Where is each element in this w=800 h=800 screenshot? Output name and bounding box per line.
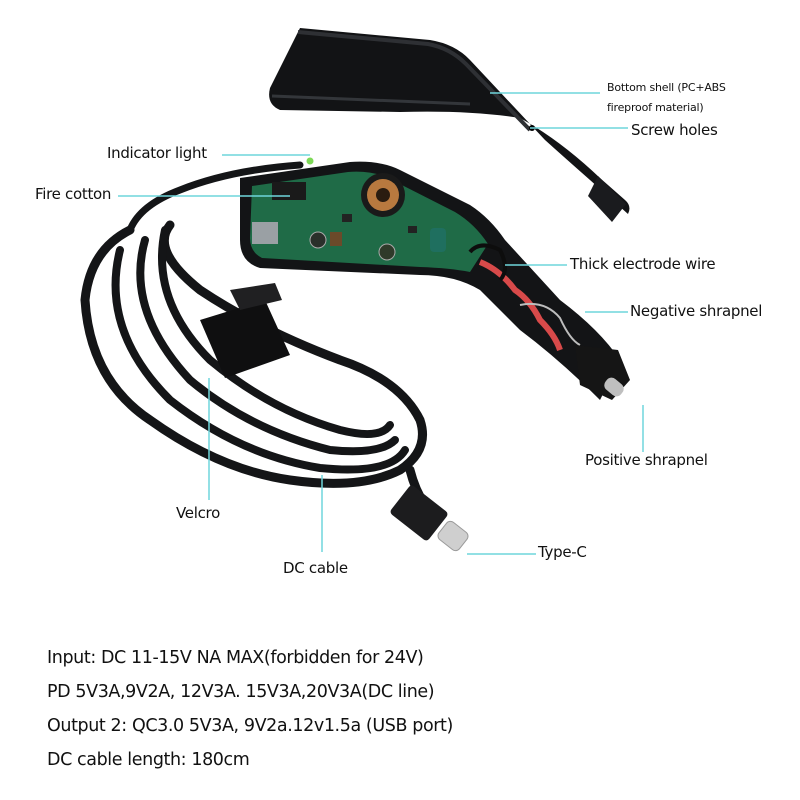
spec-cable-length: DC cable length: 180cm xyxy=(47,750,250,770)
callout-screw-holes: Screw holes xyxy=(631,121,718,139)
spec-pd-output: PD 5V3A,9V2A, 12V3A. 15V3A,20V3A(DC line… xyxy=(47,682,435,702)
type-c-plug xyxy=(390,485,469,552)
spec-input: Input: DC 11-15V NA MAX(forbidden for 24… xyxy=(47,648,424,668)
callout-velcro: Velcro xyxy=(176,504,220,522)
callout-fire-cotton: Fire cotton xyxy=(35,185,112,203)
callout-thick-electrode-wire: Thick electrode wire xyxy=(570,255,716,273)
callout-indicator-light: Indicator light xyxy=(107,144,207,162)
callout-bottom-shell-line2: fireproof material) xyxy=(607,101,704,114)
callout-bottom-shell: Bottom shell (PC+ABS fireproof material) xyxy=(607,78,726,118)
bottom-shell xyxy=(269,28,630,222)
spec-usb-output: Output 2: QC3.0 5V3A, 9V2a.12v1.5a (USB … xyxy=(47,716,453,736)
circuit-board xyxy=(240,157,620,400)
leader-lines xyxy=(118,92,644,555)
callout-positive-shrapnel: Positive shrapnel xyxy=(585,451,708,469)
callout-type-c: Type-C xyxy=(538,543,587,561)
velcro-strap xyxy=(200,283,290,378)
callout-negative-shrapnel: Negative shrapnel xyxy=(630,302,763,320)
specifications: Input: DC 11-15V NA MAX(forbidden for 24… xyxy=(47,641,453,777)
cigarette-lighter-tip xyxy=(575,345,630,400)
callout-dc-cable: DC cable xyxy=(283,559,348,577)
callout-bottom-shell-line1: Bottom shell (PC+ABS xyxy=(607,81,726,94)
